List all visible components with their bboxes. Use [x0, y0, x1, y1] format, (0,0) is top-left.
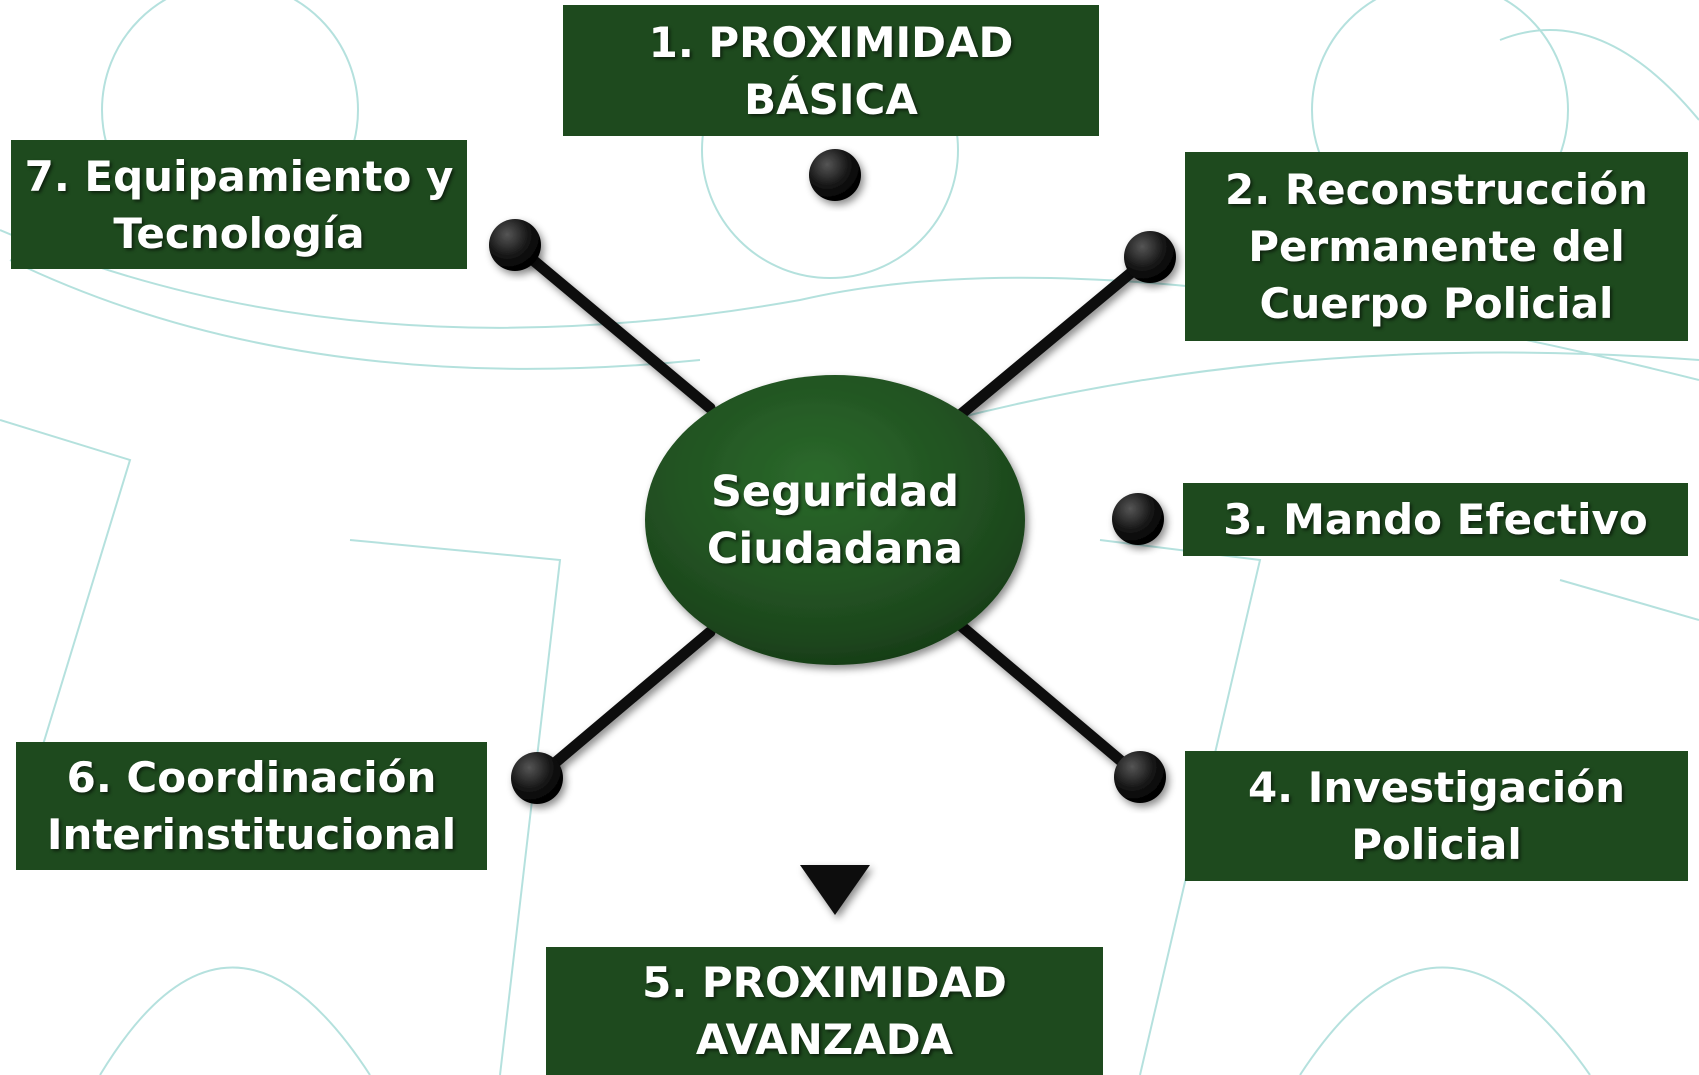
bg-figure-leg [99, 966, 371, 1075]
bg-figure-body [349, 539, 562, 1075]
node-4-investigacion: 4. Investigación Policial [1185, 751, 1688, 881]
bg-figure-leg [1299, 966, 1591, 1075]
connector-6-line [531, 626, 716, 784]
node-3-mando-efectivo: 3. Mando Efectivo [1183, 483, 1688, 556]
node-6-coordinacion: 6. Coordinación Interinstitucional [16, 742, 487, 870]
connector-4-knob [1114, 751, 1166, 803]
connector-5-arrowhead [800, 865, 870, 915]
node-7-equipamiento: 7. Equipamiento y Tecnología [11, 140, 467, 269]
center-hub [645, 375, 1025, 665]
connector-2-knob [1124, 231, 1176, 283]
node-2-reconstruccion: 2. Reconstrucción Permanente del Cuerpo … [1185, 152, 1688, 341]
node-5-proximidad-avanzada: 5. PROXIMIDAD AVANZADA [546, 947, 1103, 1075]
connector-1-knob [809, 149, 861, 201]
bg-figure-arm [949, 351, 1699, 421]
bg-figure-body [1559, 579, 1699, 621]
connector-7-knob [489, 219, 541, 271]
bg-figure-head-outline [1499, 29, 1699, 121]
bg-figure-body [1099, 539, 1262, 1075]
connector-6-knob [511, 752, 563, 804]
bg-figure-body [0, 419, 132, 821]
connector-7-line [509, 239, 716, 414]
connector-4-line [954, 619, 1146, 783]
connector-2-line [954, 251, 1156, 421]
bg-figure-arm [9, 259, 701, 370]
connector-3-knob [1112, 493, 1164, 545]
node-1-proximidad-basica: 1. PROXIMIDAD BÁSICA [563, 5, 1099, 136]
center-hub-label: Seguridad Ciudadana [706, 466, 964, 574]
